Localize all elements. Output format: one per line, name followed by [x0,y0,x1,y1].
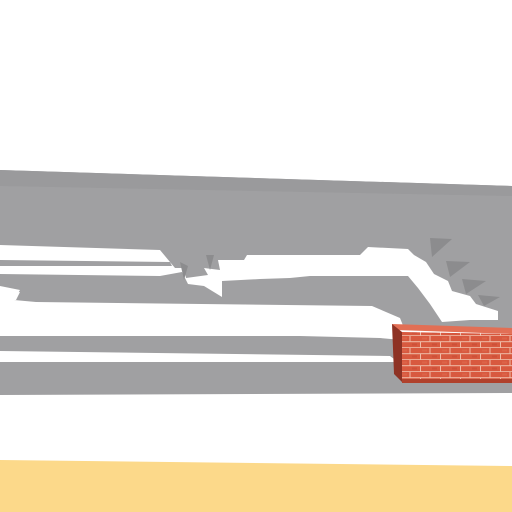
notch-shadow-6 [180,262,188,280]
brick-bottom-edge [402,379,512,383]
grey-wall [0,170,512,395]
lane-upper-small [0,260,172,266]
notch-shadow-3 [462,279,486,294]
notch-shadow-1 [430,238,452,257]
lane-middle [0,286,512,340]
notch-shadow-4 [478,295,500,306]
lane-middle-thin [0,292,20,300]
wall-top-shade [0,170,512,196]
notch-shadow-5 [206,255,214,270]
sand-floor [0,460,512,512]
brick-top-face [392,324,512,334]
white-floor [0,395,512,460]
brick-front-face [402,332,512,383]
notch-shadow-2 [446,261,470,277]
brick-side-face [392,324,402,382]
lane-lower [0,351,398,362]
brick-block-icon[interactable] [392,324,512,383]
